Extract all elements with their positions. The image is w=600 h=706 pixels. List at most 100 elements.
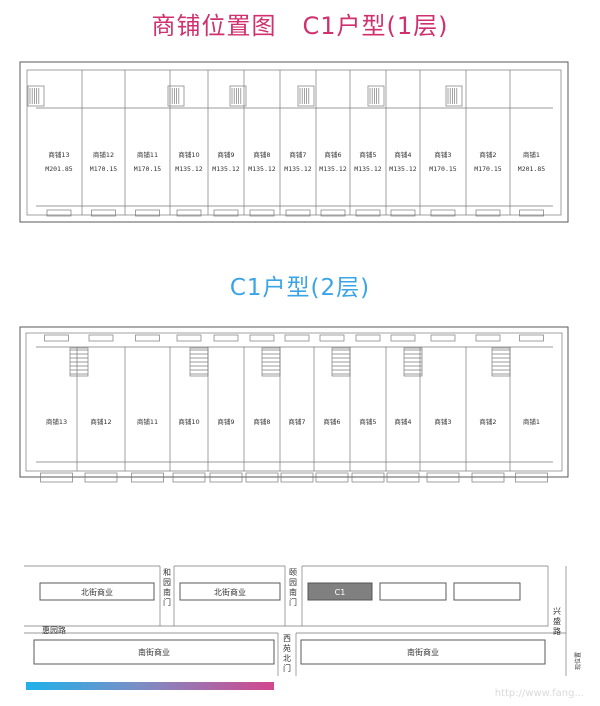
floor2-staircase xyxy=(403,347,423,377)
road-xing-label: 盛 xyxy=(553,616,561,626)
floor1-door xyxy=(320,209,346,217)
floor1-shop-area: M135.12 xyxy=(248,165,275,173)
floor1-shop-name: 商铺2 xyxy=(479,150,496,159)
floor1-doors xyxy=(46,209,544,217)
floor2-window xyxy=(475,334,501,342)
floor1-dividers xyxy=(81,70,511,215)
south-right-block xyxy=(300,639,546,665)
floor2-outline xyxy=(19,326,569,478)
south-right-label: 南街商业 xyxy=(407,647,439,657)
floor2-window xyxy=(280,472,314,483)
floor1-plan: 商铺13M201.85商铺12M170.15商铺11M170.15商铺10M13… xyxy=(19,61,569,223)
yi-gate-road xyxy=(284,566,303,626)
floor1-shop-area: M135.12 xyxy=(175,165,202,173)
gate-xi-label: 苑 xyxy=(283,643,291,653)
north-mid-block xyxy=(179,582,281,601)
gate-he-label: 和 xyxy=(163,568,171,577)
floor2-window xyxy=(84,472,118,483)
floor2-window xyxy=(351,472,385,483)
floor1-door xyxy=(519,209,544,217)
floor1-door xyxy=(475,209,501,217)
floor2-shop-name: 商铺2 xyxy=(479,417,496,426)
south-left-label: 南街商业 xyxy=(138,647,170,657)
floor1-door xyxy=(46,209,72,217)
c1-label: C1 xyxy=(335,588,346,597)
gate-xi-label: 西 xyxy=(283,634,291,643)
floor1-staircase xyxy=(229,85,247,107)
floor2-window xyxy=(40,472,73,483)
floor2-window xyxy=(471,472,505,483)
gate-yi-label: 颐 xyxy=(289,568,297,577)
gate-he-label: 门 xyxy=(163,597,171,607)
stair-frame xyxy=(445,85,463,107)
floor2-title: C1户型(2层) xyxy=(0,268,600,302)
floor1-shop-area: M135.12 xyxy=(284,165,311,173)
floor2-staircase xyxy=(491,347,511,377)
gate-yi-label: 园 xyxy=(289,578,297,587)
north-block-b xyxy=(453,582,521,601)
floor2-window xyxy=(355,334,381,342)
floor1-door xyxy=(430,209,456,217)
floor2-windows xyxy=(40,334,548,483)
floor1-door xyxy=(213,209,239,217)
south-left-block xyxy=(33,639,275,665)
watermark: http://www.fang... xyxy=(494,688,584,699)
floor1-shop-name: 商铺10 xyxy=(178,150,199,159)
floor1-shop-area: M135.12 xyxy=(319,165,346,173)
gate-xi-label: 北 xyxy=(283,654,291,663)
floor1-shop-name: 商铺7 xyxy=(289,150,306,159)
floor2-window xyxy=(426,472,460,483)
floor2-shop-name: 商铺12 xyxy=(90,417,111,426)
note-label: 现位置 xyxy=(574,652,582,670)
gate-he-label: 南 xyxy=(163,587,171,597)
floor2-window xyxy=(386,472,420,483)
floor1-shop-name: 商铺12 xyxy=(93,150,114,159)
floor1-door xyxy=(91,209,116,217)
north-block-a xyxy=(379,582,447,601)
floor2-window xyxy=(390,334,416,342)
floor2-dividers xyxy=(76,347,511,471)
floor2-shop-name: 商铺11 xyxy=(137,417,158,426)
title-floor1: C1户型(1层) xyxy=(302,12,449,40)
title-floor2: C1户型(2层) xyxy=(229,275,371,301)
floor1-shop-name: 商铺3 xyxy=(434,150,451,159)
floor1-outline xyxy=(19,61,569,223)
floor1-inner-wall xyxy=(26,69,562,216)
floor2-shop-name: 商铺5 xyxy=(359,417,376,426)
floor1-shop-area: M170.15 xyxy=(90,165,117,173)
floor2-staircase xyxy=(331,347,351,377)
gate-yi-label: 南 xyxy=(289,587,297,597)
floor2-shop-name: 商铺3 xyxy=(434,417,451,426)
gradient-bar xyxy=(26,682,274,690)
stair-frame xyxy=(367,85,385,107)
floor2-shop-name: 商铺7 xyxy=(288,417,305,426)
floor1-shop-name: 商铺1 xyxy=(523,150,540,159)
floor1-shop-area: M135.12 xyxy=(212,165,239,173)
floor2-window xyxy=(284,334,310,342)
gate-xi-label: 门 xyxy=(283,663,291,673)
floor2-window xyxy=(131,472,164,483)
floor2-window xyxy=(172,472,206,483)
floor2-window xyxy=(88,334,114,342)
floor2-window xyxy=(430,334,456,342)
north-left-block xyxy=(39,582,155,601)
floor2-shop-name: 商铺13 xyxy=(46,417,67,426)
floor2-window xyxy=(44,334,69,342)
floor2-staircase xyxy=(69,347,89,377)
floor2-shop-name: 商铺6 xyxy=(323,417,340,426)
floor1-staircase xyxy=(167,85,185,107)
floor1-shop-area: M201.85 xyxy=(45,165,72,173)
floor1-labels: 商铺13M201.85商铺12M170.15商铺11M170.15商铺10M13… xyxy=(45,150,545,173)
floor2-window xyxy=(176,334,202,342)
floor1-shop-name: 商铺6 xyxy=(324,150,341,159)
floor1-staircase xyxy=(367,85,385,107)
floor1-stairs xyxy=(27,85,463,107)
floor2-window xyxy=(213,334,239,342)
floor2-shop-name: 商铺4 xyxy=(394,417,411,426)
floor2-inner-wall xyxy=(25,332,563,472)
